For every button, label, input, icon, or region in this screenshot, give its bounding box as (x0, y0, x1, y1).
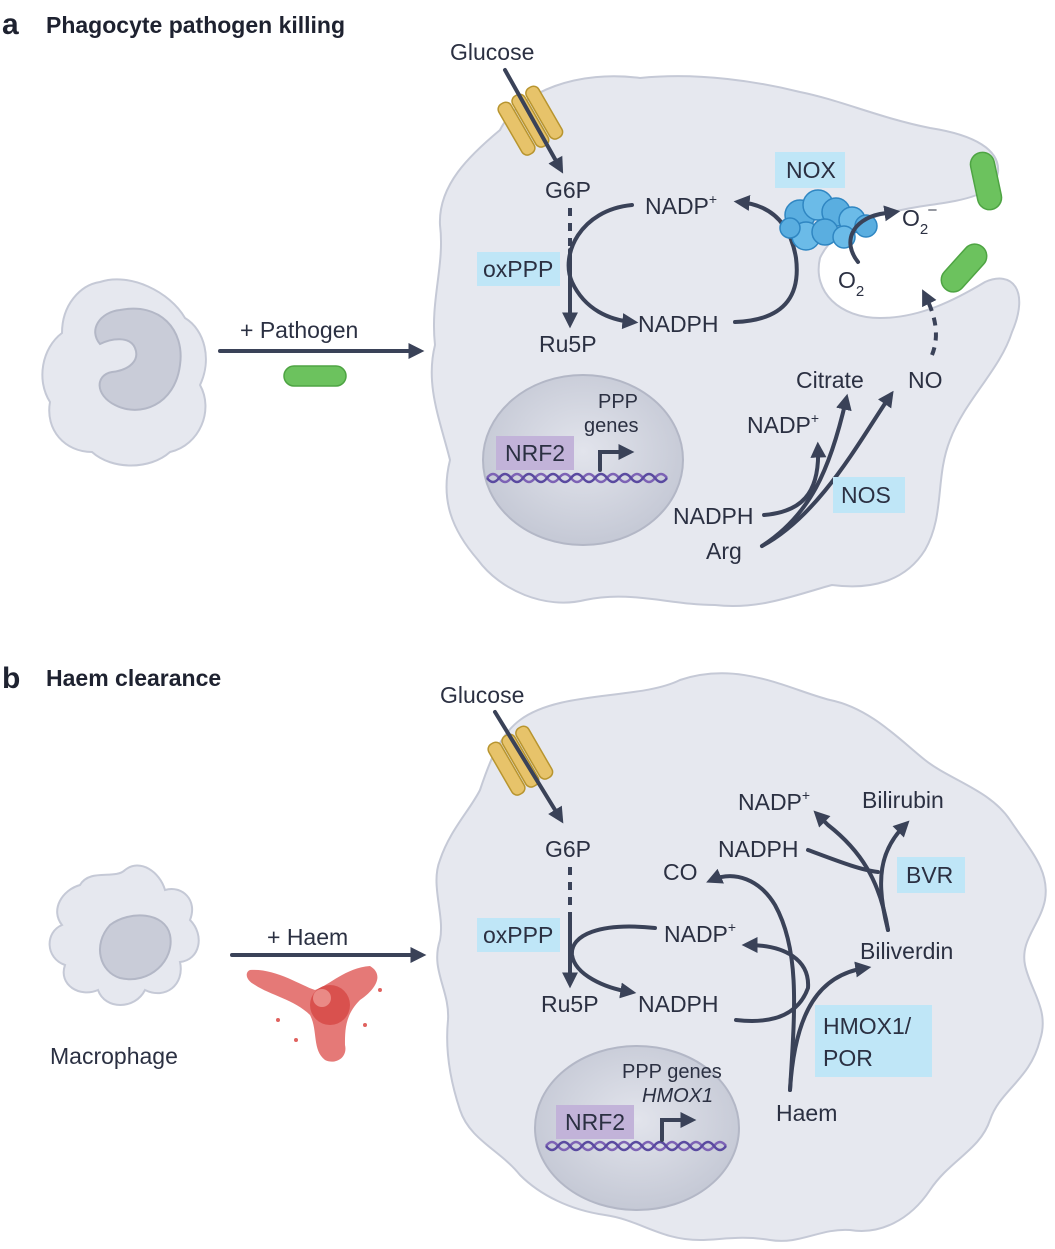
bvr-box (897, 857, 965, 893)
nox-cycle-arrow-a (733, 195, 799, 324)
nadp-mid-b: NADP+ (664, 919, 736, 947)
no-label: NO (908, 367, 943, 393)
hmox1-por-line1: HMOX1/ (823, 1013, 912, 1039)
pathogen-icon-engulfed (940, 243, 988, 293)
nox-label: NOX (786, 157, 836, 183)
glucose-label-b: Glucose (440, 682, 524, 708)
macrophage-label: Macrophage (50, 1043, 178, 1069)
transcription-arrow-b (660, 1112, 697, 1142)
nos-box (833, 477, 905, 513)
nadph-bvr-label: NADPH (718, 836, 799, 862)
glucose-label-a: Glucose (450, 39, 534, 65)
resting-macrophage (48, 864, 200, 1006)
nadp-nos-label: NADP+ (747, 410, 819, 438)
co-label: CO (663, 859, 698, 885)
nadph-nos-label: NADPH (673, 503, 754, 529)
oxppp-label-b: oxPPP (483, 922, 553, 948)
kidney-nucleus-shape (94, 307, 182, 411)
bilirubin-label: Bilirubin (862, 787, 944, 813)
hmox1-por-box (815, 1005, 932, 1077)
nadph-mid-b: NADPH (638, 991, 719, 1017)
stimulus-label-b: + Haem (267, 924, 348, 950)
nadp-bvr-label: NADP+ (738, 787, 810, 815)
nrf2-label-a: NRF2 (505, 440, 565, 466)
panel-a-title: Phagocyte pathogen killing (46, 12, 345, 38)
nadph-to-nadp-nos-arrow (762, 441, 827, 517)
panel-b: b Haem clearance Macrophage + Haem NRF2 (2, 662, 1047, 1242)
dna-helix-b (545, 1140, 727, 1152)
bvr-label: BVR (906, 862, 953, 888)
arg-to-no-arrow (760, 390, 894, 548)
ppp-genes-a-line2: genes (584, 415, 639, 437)
ru5p-label-b: Ru5P (541, 991, 599, 1017)
g6p-label-b: G6P (545, 836, 591, 862)
panel-b-title: Haem clearance (46, 665, 221, 691)
biliverdin-to-bilirubin-arrow (879, 820, 910, 932)
nadph-bvr-feed (806, 848, 880, 874)
stimulus-label-a: + Pathogen (240, 317, 358, 343)
superoxide-label: O2– (902, 201, 937, 238)
oxppp-box-b (477, 918, 560, 952)
panel-a-letter: a (2, 8, 19, 41)
haem-label: Haem (776, 1100, 837, 1126)
haem-blob-icon (246, 966, 382, 1062)
panel-a: a Phagocyte pathogen killing + Pathogen … (2, 8, 1021, 607)
o2-label: O2 (838, 267, 864, 300)
nrf2-label-b: NRF2 (565, 1109, 625, 1135)
glucose-arrow-b (493, 710, 564, 824)
haem-to-biliverdin-arrow (788, 961, 872, 1092)
citrate-label: Citrate (796, 367, 864, 393)
g6p-label-a: G6P (545, 177, 591, 203)
hmox1-gene-label: HMOX1 (642, 1085, 713, 1107)
nadp-to-nadph-arrow-a (566, 203, 639, 330)
ru5p-label-a: Ru5P (539, 331, 597, 357)
transcription-arrow-a (598, 444, 635, 472)
resting-phagocyte (41, 278, 207, 467)
nadp-to-nadph-arrow-b (569, 924, 657, 999)
pathogen-icon-outside (969, 151, 1003, 211)
nadph-top-a: NADPH (638, 311, 719, 337)
glucose-arrow-a (503, 68, 564, 174)
nrf2-box-a (496, 436, 574, 470)
glucose-transporter-b (487, 725, 554, 796)
no-dashed-arrow (922, 289, 938, 356)
nos-label: NOS (841, 482, 891, 508)
nadph-to-nadp-hmox-arrow (734, 937, 811, 1023)
ppp-genes-a-line1: PPP (598, 391, 638, 413)
hmox1-por-line2: POR (823, 1045, 873, 1071)
haem-to-co-arrow (706, 868, 797, 1092)
nadp-top-a: NADP+ (645, 191, 717, 219)
glucose-transporter-a (497, 85, 564, 156)
dna-helix-a (486, 472, 668, 484)
oxppp-box-a (477, 252, 560, 286)
nrf2-box-b (556, 1105, 634, 1139)
arg-label: Arg (706, 538, 742, 564)
oxppp-label-a: oxPPP (483, 256, 553, 282)
nucleus-b (534, 1045, 740, 1211)
panel-b-letter: b (2, 662, 20, 695)
nucleus-a (482, 374, 684, 546)
pathogen-rod-icon (283, 365, 347, 387)
biliverdin-label: Biliverdin (860, 938, 953, 964)
o2-to-superoxide-arrow (848, 205, 901, 264)
ppp-genes-b: PPP genes (622, 1061, 722, 1083)
nox-box (775, 152, 845, 188)
